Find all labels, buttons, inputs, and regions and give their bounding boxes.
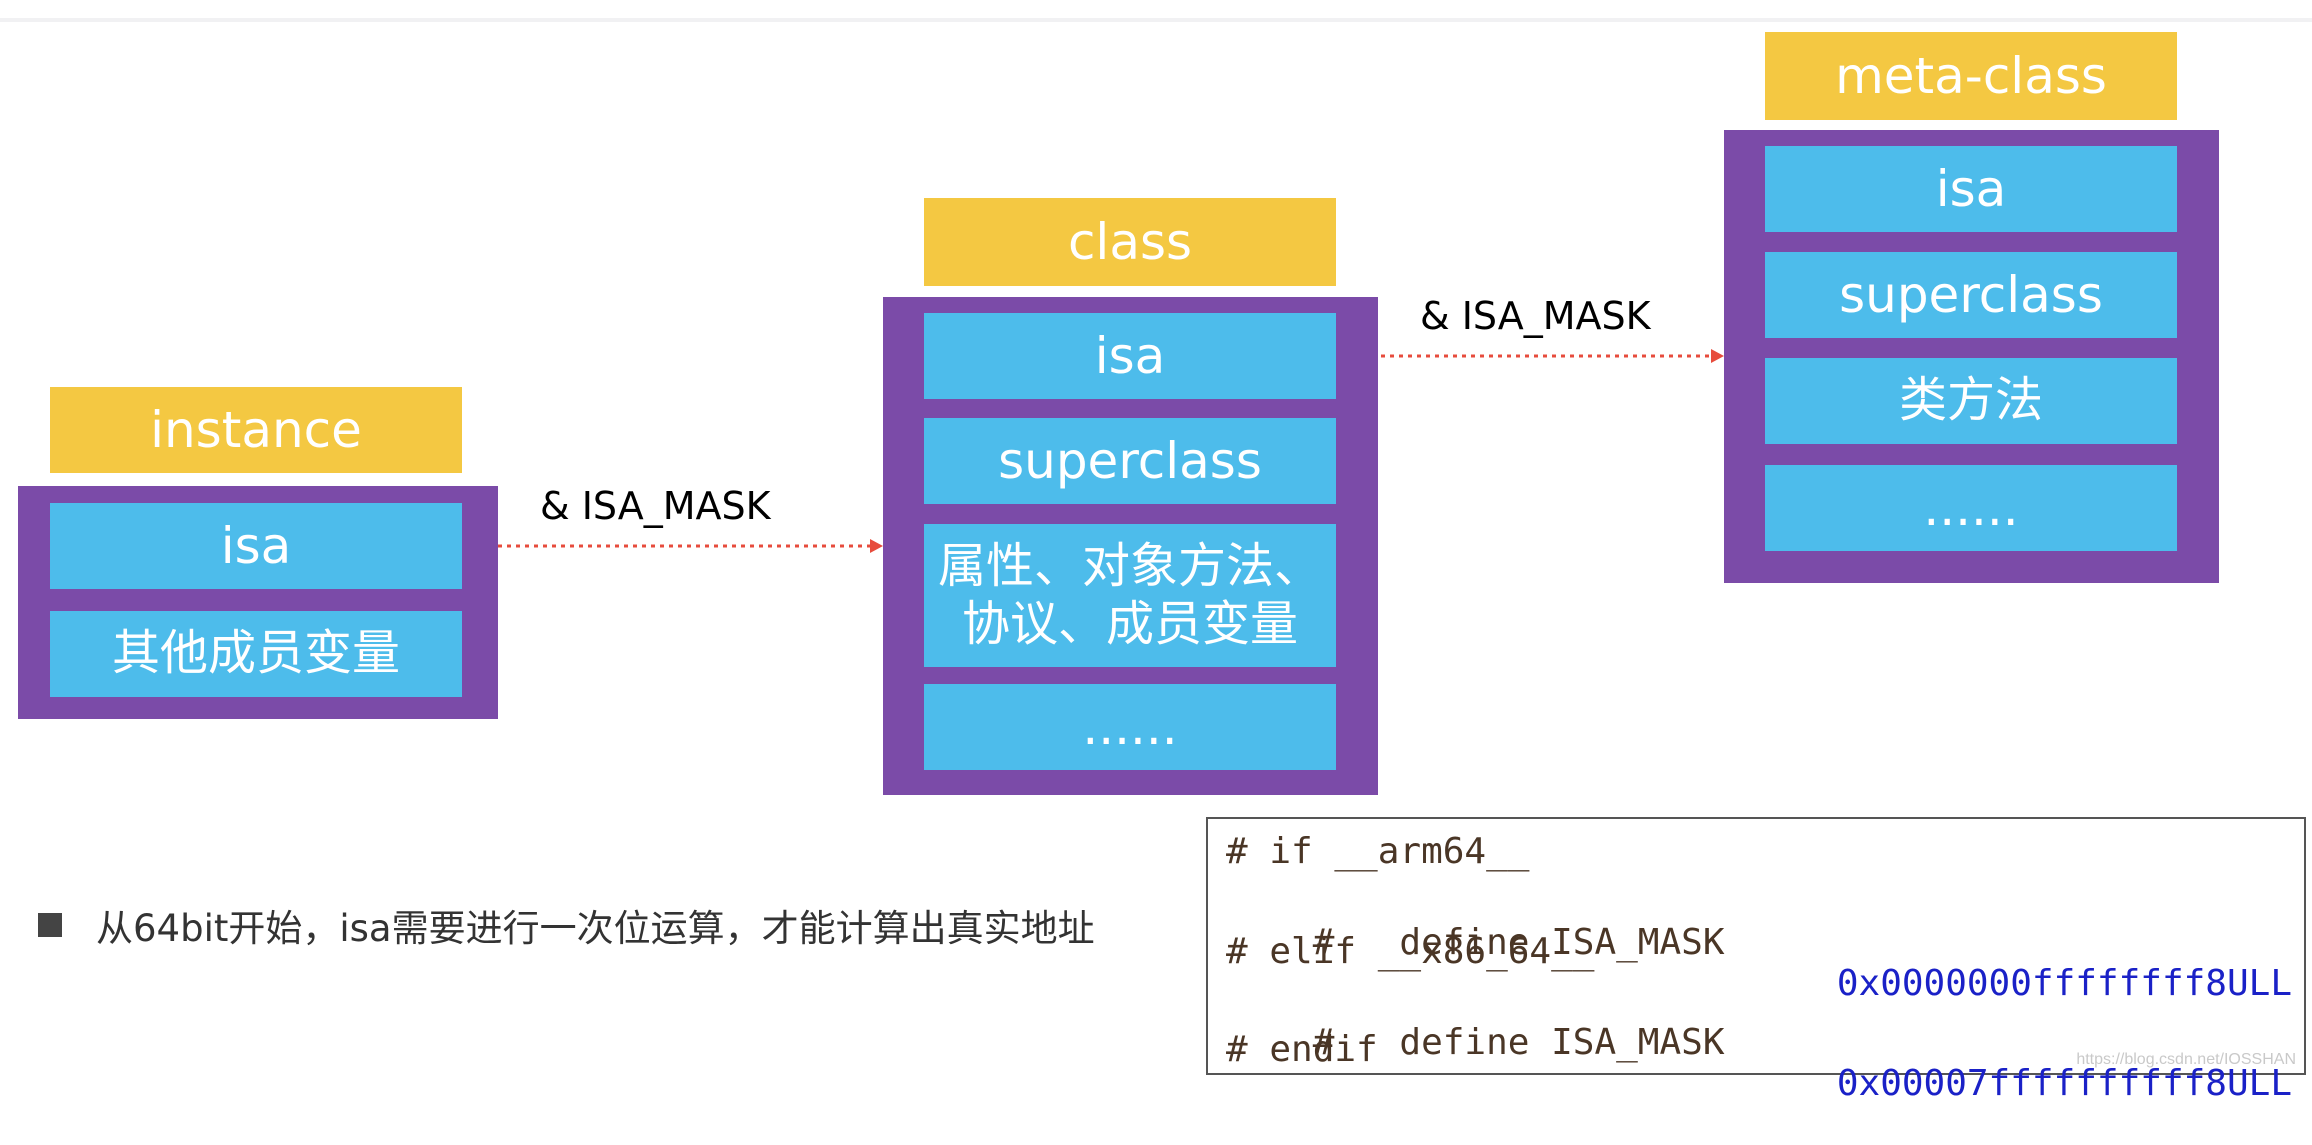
class-superclass-field: superclass (924, 418, 1336, 504)
class-title: class (924, 198, 1336, 286)
arrows-layer (462, 349, 1724, 553)
code-line-2-value: 0x0000000ffffffff8ULL (1836, 963, 2292, 1004)
code-line-4-value: 0x00007ffffffffff8ULL (1836, 1063, 2292, 1104)
class-members-field: 属性、对象方法、 协议、成员变量 (924, 524, 1336, 667)
arrow-label-class: & ISA_MASK (1420, 294, 1651, 338)
code-line-5: # endif (1226, 1029, 1378, 1070)
arrowhead-meta (1711, 349, 1724, 363)
bullet-text: 从64bit开始，isa需要进行一次位运算，才能计算出真实地址 (96, 907, 1095, 950)
meta-class-methods-field: 类方法 (1765, 358, 2177, 444)
instance-ivars-field: 其他成员变量 (50, 611, 462, 697)
code-line-2: # define ISA_MASK 0x0000000ffffffff8ULL (1226, 881, 2292, 1045)
arrowhead-class (870, 539, 883, 553)
instance-title: instance (50, 387, 462, 473)
code-snippet: # if __arm64__ # define ISA_MASK 0x00000… (1206, 817, 2306, 1104)
arrow-label-instance: & ISA_MASK (540, 484, 771, 528)
meta-class-superclass-field: superclass (1765, 252, 2177, 338)
meta-class-more-field: ...... (1765, 465, 2177, 551)
class-members-line2: 协议、成员变量 (961, 595, 1298, 652)
code-line-1: # if __arm64__ (1226, 831, 1530, 872)
bullet-note: 从64bit开始，isa需要进行一次位运算，才能计算出真实地址 (38, 898, 1095, 952)
meta-class-title: meta-class (1765, 32, 2177, 120)
class-more-field: ...... (924, 684, 1336, 770)
code-line-4-text: # define ISA_MASK (1312, 1022, 1725, 1063)
code-line-3: # elif __x86_64__ (1226, 931, 1595, 972)
instance-isa-field: isa (50, 503, 462, 589)
meta-class-isa-field: isa (1765, 146, 2177, 232)
class-isa-field: isa (924, 313, 1336, 399)
top-divider (0, 18, 2312, 22)
class-members-line1: 属性、对象方法、 (937, 537, 1322, 594)
watermark: https://blog.csdn.net/IOSSHAN (2076, 1051, 2296, 1068)
bullet-square-icon (38, 913, 62, 937)
code-line-2-text: # define ISA_MASK (1312, 922, 1725, 963)
